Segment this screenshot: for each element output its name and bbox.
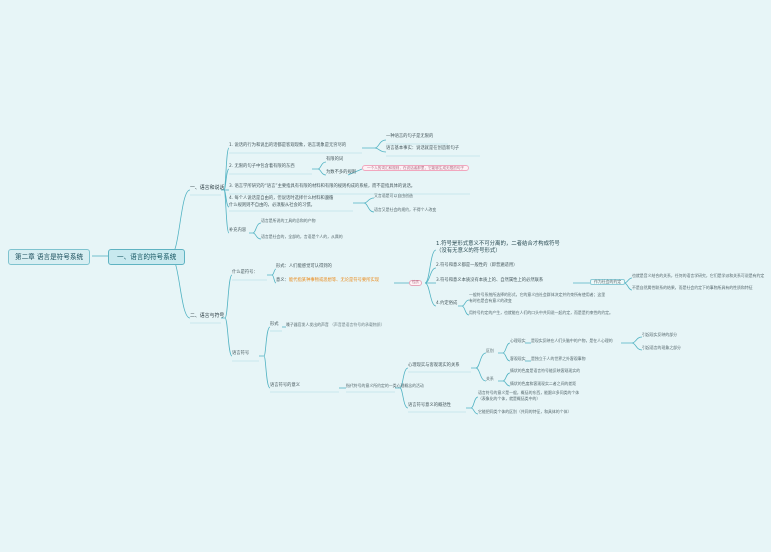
topic-language-symbol[interactable]: 二、语言与符号 [190,313,225,319]
psych-reality-desc[interactable]: 是现实反映在人们头脑中的产物，是在人心理的 [531,338,613,343]
nature-tag[interactable]: 性质 [409,280,422,286]
language-meaning-child[interactable]: 指代符号的意义所约定的一类心理概念的活动 [346,383,424,388]
point-2-note[interactable]: 一个人的词汇和规则，在说话者那里，它能够生成无限的句子 [362,165,470,172]
point-4-line-1[interactable]: 4. 每个人说话是自由的，但说话时选择什么材料和遵循 [229,196,334,201]
form-child-text: 嗓子器官发人发出的声音 [286,322,329,327]
objective-reality-desc[interactable]: 是独立于人的世界之外客观事物 [531,356,586,361]
symbol-meaning-prefix: 意义： [276,278,289,283]
psych-reality-child-1[interactable]: 引起现实反映的部分 [642,332,678,337]
point-4-line-2[interactable]: 什么规则则不自由的，必须服从社会的习惯。 [229,203,315,208]
nature-3[interactable]: 3.符号和意义本质没有本质上的、自然属性上的必然联系 [436,278,544,283]
language-symbol[interactable]: 语言符号 [232,351,250,356]
language-form-child[interactable]: 嗓子器官发人发出的声音 （声音是语言符号的承载物质） [286,322,385,327]
supplement-child-1[interactable]: 语言是所说的工具的总和的产物 [261,218,316,223]
nature-4-child-2[interactable]: 用符号约定的产生，也就能在人们的口头中共同说一起约定，而是是约束性的约定。 [469,310,613,315]
nature-4-child-1a[interactable]: 一般符号系统所选择的形式，它的意义由社会群体决定并约束所有使用者；这里 [469,292,606,297]
point-4-child-1[interactable]: 又言语是可以自由创造 [374,193,413,198]
reality-relation[interactable]: 心理现实与客观现实的关系 [408,363,460,368]
point-1-child-1[interactable]: 一种语言的句子是无限的 [386,134,434,139]
psych-reality[interactable]: 心理现实 [510,338,526,343]
point-2-child-2[interactable]: 为数不多的规则 [326,170,357,175]
point-supplement[interactable]: 补充内容 [229,228,247,233]
what-is-symbol[interactable]: 什么是符号： [232,270,258,275]
relation-connection[interactable]: 关系 [486,376,494,381]
nature-2[interactable]: 2.符号和意义都是一般性的（即普遍适用） [436,263,518,268]
supplement-child-2[interactable]: 语言是社会的，全部的，言语是个人的，从属的 [261,234,343,239]
connection-child-2[interactable]: 情状的色度和客观现实二者之间的差距 [510,381,577,386]
nature-3-box[interactable]: 作为社会的约定 [590,279,626,286]
language-form[interactable]: 形式 [270,322,279,327]
root-topic[interactable]: 第二章 语言是符号系统 [8,249,91,265]
nature-3-child-1[interactable]: 也就是音义结合的关系，任何的语言学研究，它们是学派和关系可说是有约定 [632,273,765,278]
nature-3-child-2[interactable]: 不是自然属性联系的结果，而是社会约定下的事物所具有的性质和特征 [632,285,753,290]
symbol-form[interactable]: 形式：人们能感觉可认得到的 [276,264,332,269]
point-3[interactable]: 3. 语言学所研究的“语言”主要指具有有限的材料和有限的规则构成的系统，而不是指… [229,184,416,189]
generality-child-1b[interactable]: （表象化的个体，就是概括类中的） [478,396,541,401]
topic-language-speech[interactable]: 一、语言和说话 [190,185,225,191]
objective-reality[interactable]: 客观现实 [510,356,526,361]
point-4-child-2[interactable]: 语言又是社会的规约，不得个人改变 [374,207,437,212]
nature-4[interactable]: 4.约定俗成 [436,301,458,306]
meaning-generality[interactable]: 语言符号意义的概括性 [408,403,451,408]
nature-1-line-2[interactable]: （没有无意义的符号形式） [436,248,501,254]
point-1[interactable]: 1. 说话的行为和说出的话都是客观现象，语言现象是无穷尽的 [229,143,347,148]
nature-1-line-1[interactable]: 1.符号是形式意义不可分离的，二者结合才构成符号 [436,241,560,247]
psych-reality-child-2[interactable]: 引起语言的现象之部分 [642,345,681,350]
form-child-note: （声音是语言符号的承载物质） [330,322,385,327]
symbol-meaning[interactable]: 意义：能代指某种事物或思想等、无论是符号要所实现 [276,278,380,284]
topic-symbol-system[interactable]: 一、语言的符号系统 [108,249,186,265]
language-meaning[interactable]: 语言符号的意义 [270,383,301,388]
relation-difference[interactable]: 区别 [486,348,494,353]
connection-child-1[interactable]: 情状的色度是语言符号能反映客观现实的 [510,368,581,373]
nature-4-child-1b[interactable]: 有时也是会有意义的改变 [469,298,512,303]
symbol-meaning-text: 能代指某种事物或思想等、无论是符号要所实现 [288,278,380,283]
generality-child-1a[interactable]: 语言符号的意义是一般，概括的东西，能跟众多同类的个体 [478,390,580,395]
point-2-child-1[interactable]: 有限的词 [326,157,344,162]
point-1-child-2[interactable]: 语言基本事实：说话就是在创造新句子 [386,146,460,151]
generality-child-2[interactable]: 它能把同类个体的区别（共同的特征，和具体的个体） [478,409,572,414]
point-2[interactable]: 2. 无限的句子中包含着有限的东西 [229,164,295,169]
